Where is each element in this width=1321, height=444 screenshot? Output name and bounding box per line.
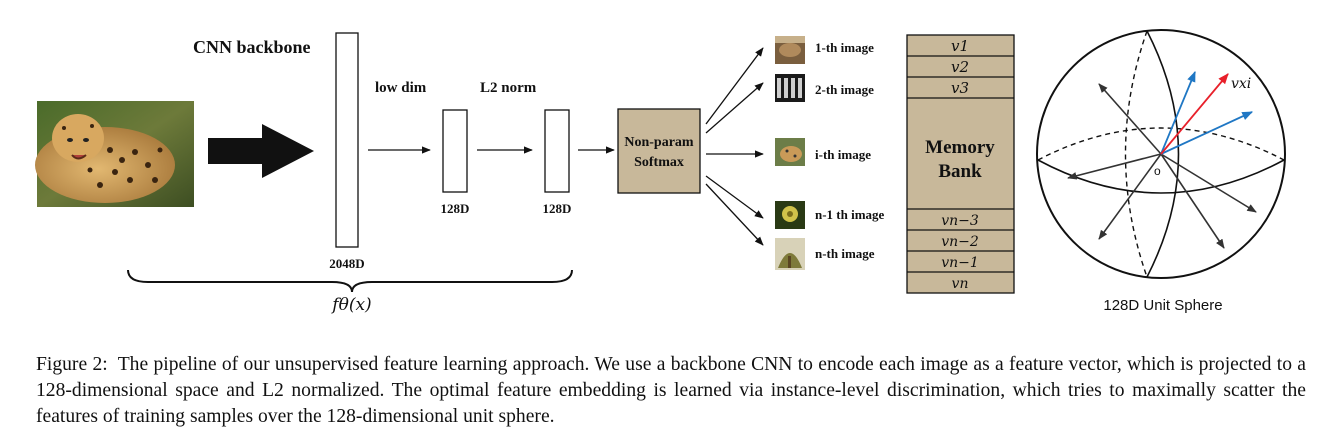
thumbnail-1	[775, 36, 805, 64]
memory-slot-vn-3: vn−3	[941, 213, 979, 229]
memory-slot-v2: v2	[951, 58, 969, 76]
thumbnail-n	[775, 238, 805, 270]
thumbnail-i	[775, 138, 805, 166]
input-image-leopard	[35, 101, 194, 207]
memory-bank-title-2: Bank	[938, 161, 982, 182]
function-label: fθ(x)	[330, 295, 371, 315]
cnn-backbone-label: CNN backbone	[193, 37, 311, 57]
image-label-2: 2-th image	[815, 82, 874, 97]
softmax-label-1: Non-param	[624, 135, 694, 150]
dim-128-label-a: 128D	[441, 201, 470, 216]
softmax-label-2: Softmax	[634, 155, 684, 170]
figure-caption: Figure 2:The pipeline of our unsupervise…	[36, 352, 1306, 430]
caption-text: The pipeline of our unsupervised feature…	[36, 354, 1306, 427]
thumbnail-2	[775, 74, 805, 102]
vector-label-vxi: vxi	[1231, 76, 1251, 92]
big-arrow-icon	[208, 124, 314, 178]
sphere-label: 128D Unit Sphere	[1103, 297, 1222, 314]
image-label-n: n-th image	[815, 246, 875, 261]
unit-sphere: vxi o	[1036, 29, 1286, 279]
pipeline-diagram: CNN backbone 2048D low dim 128D L2 norm …	[35, 29, 1286, 315]
dim-2048-label: 2048D	[329, 256, 364, 271]
image-label-1: 1-th image	[815, 40, 874, 55]
dim-128-label-b: 128D	[543, 201, 572, 216]
backbone-brace	[127, 269, 573, 293]
sphere-origin-label: o	[1154, 164, 1161, 178]
memory-bank: v1 v2 v3 Memory Bank vn−3 vn−2 vn−1 vn	[906, 34, 1015, 294]
softmax-box	[617, 108, 701, 194]
l2-norm-layer	[544, 109, 570, 193]
memory-slot-vn-1: vn−1	[941, 255, 979, 271]
l2-norm-label: L2 norm	[480, 80, 537, 96]
memory-slot-v1: v1	[951, 37, 969, 55]
image-label-i: i-th image	[815, 147, 871, 162]
memory-slot-vn-2: vn−2	[941, 234, 979, 250]
memory-bank-title-1: Memory	[925, 137, 995, 158]
low-dim-layer	[442, 109, 468, 193]
cnn-2048d-layer	[335, 32, 359, 248]
caption-label: Figure 2:	[36, 354, 108, 375]
memory-slot-vn: vn	[952, 276, 969, 292]
memory-slot-v3: v3	[951, 79, 969, 97]
image-label-n-1: n-1 th image	[815, 207, 885, 222]
low-dim-label: low dim	[375, 80, 427, 96]
thumbnail-n-1	[775, 201, 805, 229]
